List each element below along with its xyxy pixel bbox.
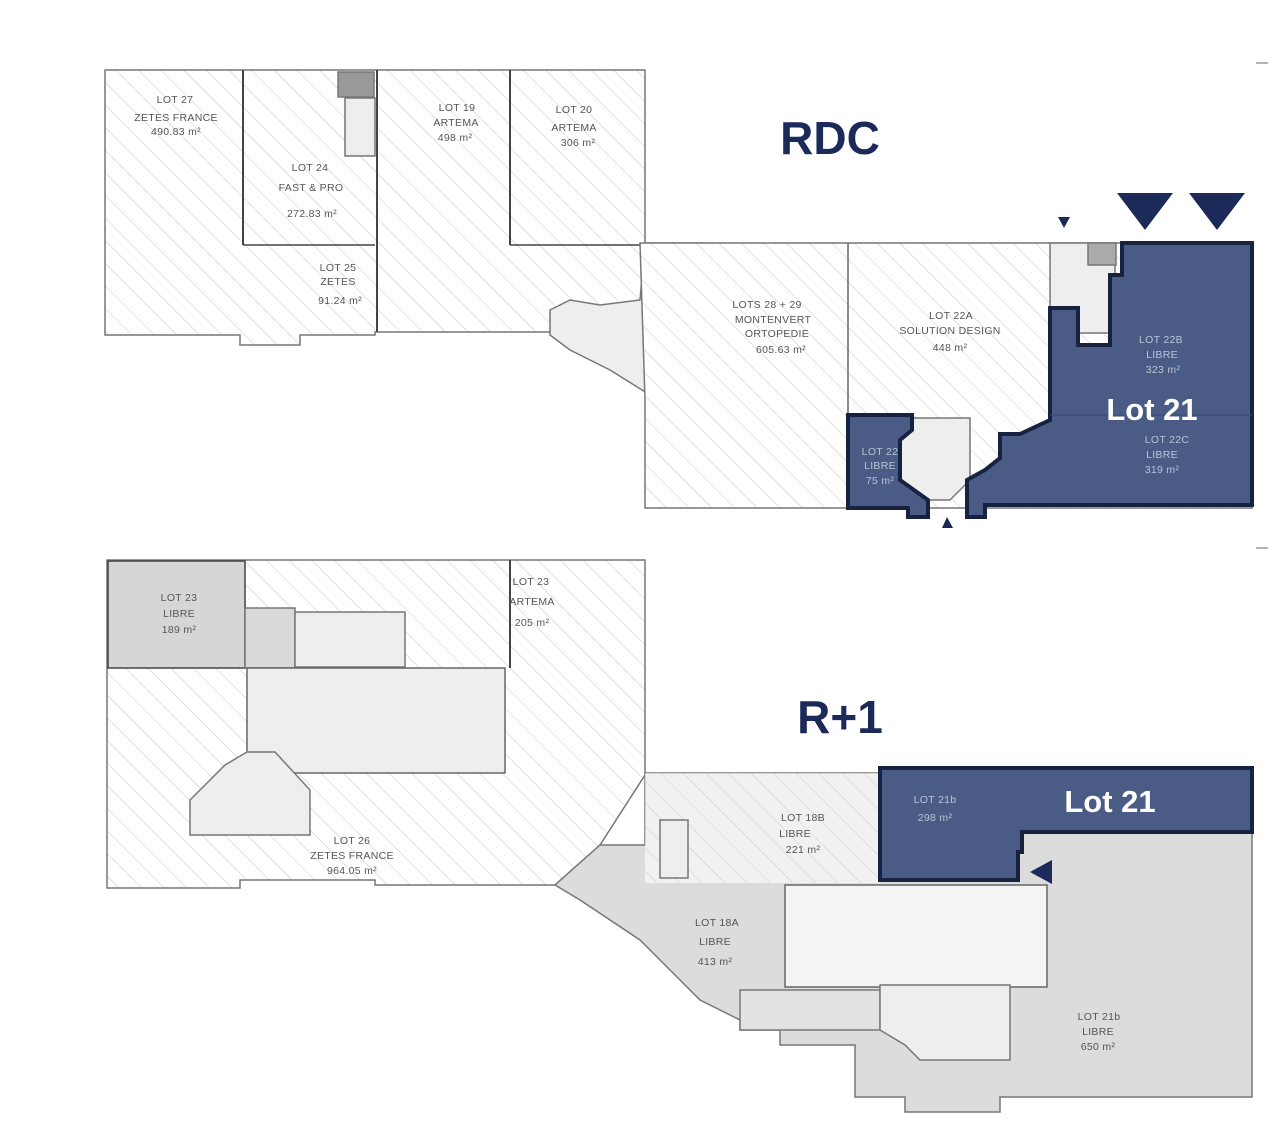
lot-21-rdc-highlight[interactable] <box>965 241 1254 519</box>
lot-tenant: SOLUTION DESIGN <box>899 325 1001 337</box>
lot-area: 319 m² <box>1144 464 1180 476</box>
lot-label: LOTS 28 + 29 <box>732 299 802 311</box>
lot-label: LOT 18B <box>781 812 825 824</box>
lot-area: 272.83 m² <box>287 208 337 220</box>
lot-label: LOT 21b <box>1077 1011 1121 1023</box>
lot-label: LOT 22C <box>1144 434 1190 446</box>
lot-tenant: LIBRE <box>1146 449 1178 461</box>
lot-tenant: ZETES FRANCE <box>134 112 218 124</box>
lot-label: LOT 19 <box>438 102 476 114</box>
lot-label: LOT 24 <box>291 162 329 174</box>
lot-area: 490.83 m² <box>151 126 201 138</box>
lot-area: 189 m² <box>161 624 197 636</box>
floor-title-r1: R+1 <box>797 691 883 743</box>
entrance-arrow-left-icon <box>1030 860 1052 884</box>
lot-label: LOT 27 <box>156 94 194 106</box>
lot-label: LOT 22A <box>929 310 973 322</box>
entrance-arrow-down-icon <box>1117 193 1173 230</box>
lot-area: 498 m² <box>437 132 473 144</box>
lot-label: LOT 20 <box>555 104 593 116</box>
rdc-plan <box>104 62 1268 549</box>
lot-tenant: LIBRE <box>1146 349 1178 361</box>
lot-area: 964.05 m² <box>327 865 377 877</box>
lot-area: 605.63 m² <box>756 344 806 356</box>
lot-area: 205 m² <box>514 617 550 629</box>
lot-area: 91.24 m² <box>318 295 362 307</box>
lot-tenant: LIBRE <box>1082 1026 1114 1038</box>
lot-label: LOT 18A <box>695 917 739 929</box>
r1-east-courtyard <box>784 884 1048 988</box>
r1-west-courtyard <box>246 667 506 774</box>
lot-area: 448 m² <box>932 342 968 354</box>
entrance-arrow-down-icon <box>1189 193 1245 230</box>
floor-title-rdc: RDC <box>780 112 880 164</box>
lot-21-rdc-label: Lot 21 <box>1106 392 1198 427</box>
lot-tenant: FAST & PRO <box>278 182 344 194</box>
lot-tenant: ZETES <box>320 276 356 288</box>
lot-tenant: ORTOPEDIE <box>744 328 810 340</box>
lot-label: LOT 22 <box>861 446 899 458</box>
entrance-arrow-down-icon <box>1058 217 1070 228</box>
lot-tenant: LIBRE <box>864 460 896 472</box>
lot-tenant: LIBRE <box>699 936 731 948</box>
lot-area: 75 m² <box>865 475 895 487</box>
lot-tenant: MONTENVERT <box>734 314 812 326</box>
lot-label: LOT 23 <box>160 592 198 604</box>
lot-21-r1-label: Lot 21 <box>1064 784 1156 819</box>
lot-tenant: ZETES FRANCE <box>310 850 394 862</box>
lot-22-rdc-highlight[interactable] <box>846 413 930 519</box>
lot-tenant: LIBRE <box>163 608 195 620</box>
entrance-arrow-up-icon <box>942 517 953 528</box>
lot-area: 650 m² <box>1080 1041 1116 1053</box>
lot-area: 306 m² <box>560 137 596 149</box>
lot-tenant: ARTEMA <box>433 117 479 129</box>
lot-area: 413 m² <box>697 956 733 968</box>
r1-plan <box>106 559 1254 1113</box>
lot-label: LOT 21b <box>913 794 957 806</box>
lot-tenant: ARTEMA <box>509 596 555 608</box>
lot-tenant: LIBRE <box>779 828 811 840</box>
lot-area: 323 m² <box>1145 364 1181 376</box>
lot-21-r1-highlight[interactable] <box>878 766 1254 882</box>
lot-label: LOT 25 <box>319 262 357 274</box>
lot-label: LOT 23 <box>512 576 550 588</box>
lot-tenant: ARTEMA <box>551 122 597 134</box>
lot-label: LOT 22B <box>1139 334 1183 346</box>
lot-area: 298 m² <box>917 812 953 824</box>
lot-label: LOT 26 <box>333 835 371 847</box>
lot-area: 221 m² <box>785 844 821 856</box>
